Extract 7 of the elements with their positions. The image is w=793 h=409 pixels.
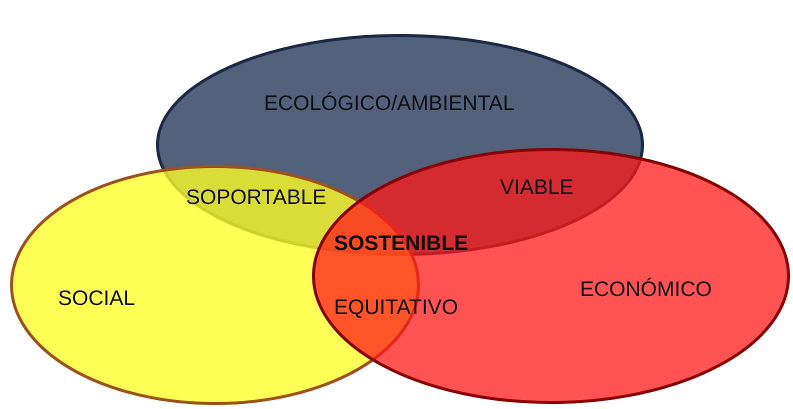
overlap-label: VIABLE [500,176,574,200]
overlap-label: EQUITATIVO [334,296,458,320]
set-label: ECOLÓGICO/AMBIENTAL [264,92,514,116]
overlap-label: SOPORTABLE [186,186,326,210]
set-label: ECONÓMICO [580,278,712,302]
overlap-label: SOSTENIBLE [334,232,468,256]
set-label: SOCIAL [58,287,136,311]
